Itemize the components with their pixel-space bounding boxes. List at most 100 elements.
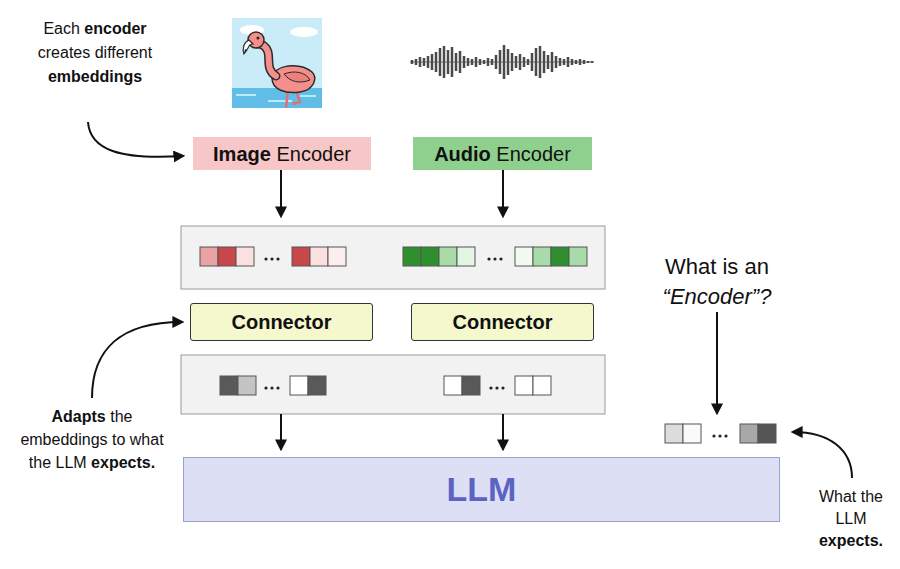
- flow-arrow: [502, 170, 504, 216]
- embedding-cell: [308, 376, 326, 395]
- flow-arrow: [280, 414, 282, 449]
- flow-arrow: [502, 414, 504, 449]
- waveform-axis: [410, 62, 594, 63]
- embedding-cell: [310, 247, 328, 266]
- connector-box: Connector: [411, 303, 594, 341]
- node-text: Connector: [453, 311, 553, 333]
- word: Connector: [453, 311, 553, 333]
- dot: [712, 434, 715, 437]
- encoder-box: Image Encoder: [193, 137, 371, 170]
- embedding-band: [181, 355, 605, 414]
- word: LLM: [447, 470, 517, 508]
- cloud: [290, 27, 318, 37]
- dot: [718, 434, 721, 437]
- word: what: [130, 431, 164, 448]
- word: Connector: [232, 311, 332, 333]
- dot: [270, 386, 273, 389]
- embedding-cell: [457, 247, 475, 266]
- embedding-cell: [238, 376, 256, 395]
- connector-box: Connector: [190, 303, 373, 341]
- embedding-cell: [665, 424, 683, 443]
- dot: [270, 257, 273, 260]
- annotation: What the LLM expects.: [808, 486, 894, 552]
- wave: [236, 95, 316, 101]
- flamingo-beak: [243, 40, 253, 54]
- word: Audio: [434, 143, 496, 165]
- word: embeddings: [20, 431, 112, 448]
- embedding-cell: [533, 247, 551, 266]
- dot: [264, 386, 267, 389]
- embedding-cell: [290, 376, 308, 395]
- audio-waveform: [412, 45, 592, 79]
- flamingo-beak-tip: [244, 49, 248, 54]
- embedding-cell: [218, 247, 236, 266]
- flamingo-neck: [258, 44, 276, 76]
- word: the: [861, 488, 883, 505]
- dot: [501, 386, 504, 389]
- callout-arrow: [716, 312, 718, 413]
- embedding-cell: [515, 376, 533, 395]
- embedding-cell: [740, 424, 758, 443]
- dot: [487, 257, 490, 260]
- word: Image: [213, 143, 276, 165]
- dot: [499, 257, 502, 260]
- callout-arrow: [88, 122, 183, 157]
- node-text: LLM: [447, 471, 517, 508]
- dot: [724, 434, 727, 437]
- word: LLM: [56, 454, 92, 471]
- audio-embeddings: [403, 247, 587, 266]
- callout-arrow: [793, 432, 852, 478]
- flamingo-image: [232, 18, 322, 108]
- embedding-cell: [444, 376, 462, 395]
- embedding-cell: [569, 247, 587, 266]
- word: expects.: [91, 454, 155, 471]
- word: embeddings: [48, 68, 142, 85]
- encoder-box: Audio Encoder: [413, 137, 592, 170]
- flamingo-wing: [284, 72, 310, 82]
- embedding-cell: [292, 247, 310, 266]
- word: Encoder: [276, 143, 351, 165]
- node-text: Image Encoder: [213, 143, 351, 165]
- flamingo-neck-outline: [258, 44, 276, 76]
- dot: [276, 386, 279, 389]
- embedding-cell: [758, 424, 776, 443]
- dot: [489, 386, 492, 389]
- flamingo-head: [248, 32, 264, 48]
- word: creates: [38, 44, 95, 61]
- embedding-cell: [533, 376, 551, 395]
- word: the: [110, 408, 132, 425]
- word: What: [819, 488, 861, 505]
- word: What: [665, 254, 722, 279]
- ellipsis-dots: [487, 257, 502, 260]
- word: Encoder: [496, 143, 571, 165]
- image-embeddings: [200, 247, 346, 266]
- adapted-embeddings: [220, 376, 551, 395]
- ellipsis-dots: [712, 434, 727, 437]
- ellipsis-dots: [264, 386, 504, 389]
- sea: [232, 88, 322, 108]
- embedding-cell: [515, 247, 533, 266]
- embedding-cell: [220, 376, 238, 395]
- dot: [495, 386, 498, 389]
- embedding-cell: [328, 247, 346, 266]
- node-text: Connector: [232, 311, 332, 333]
- word: encoder: [84, 20, 146, 37]
- callout-arrow: [92, 322, 182, 398]
- dot: [264, 257, 267, 260]
- embedding-cell: [551, 247, 569, 266]
- word: the: [29, 454, 56, 471]
- llm-box: LLM: [183, 457, 780, 522]
- node-text: Audio Encoder: [434, 143, 571, 165]
- word: expects.: [819, 532, 883, 549]
- dot: [276, 257, 279, 260]
- sky: [232, 18, 322, 108]
- dot: [493, 257, 496, 260]
- embedding-cell: [403, 247, 421, 266]
- flamingo-eye: [256, 36, 259, 39]
- annotation: Each encoder creates different embedding…: [25, 17, 165, 89]
- word: LLM: [835, 510, 866, 527]
- embedding-cell: [439, 247, 457, 266]
- word: “Encoder”?: [663, 284, 772, 309]
- annotation: Adapts the embeddings to what the LLM ex…: [17, 405, 167, 474]
